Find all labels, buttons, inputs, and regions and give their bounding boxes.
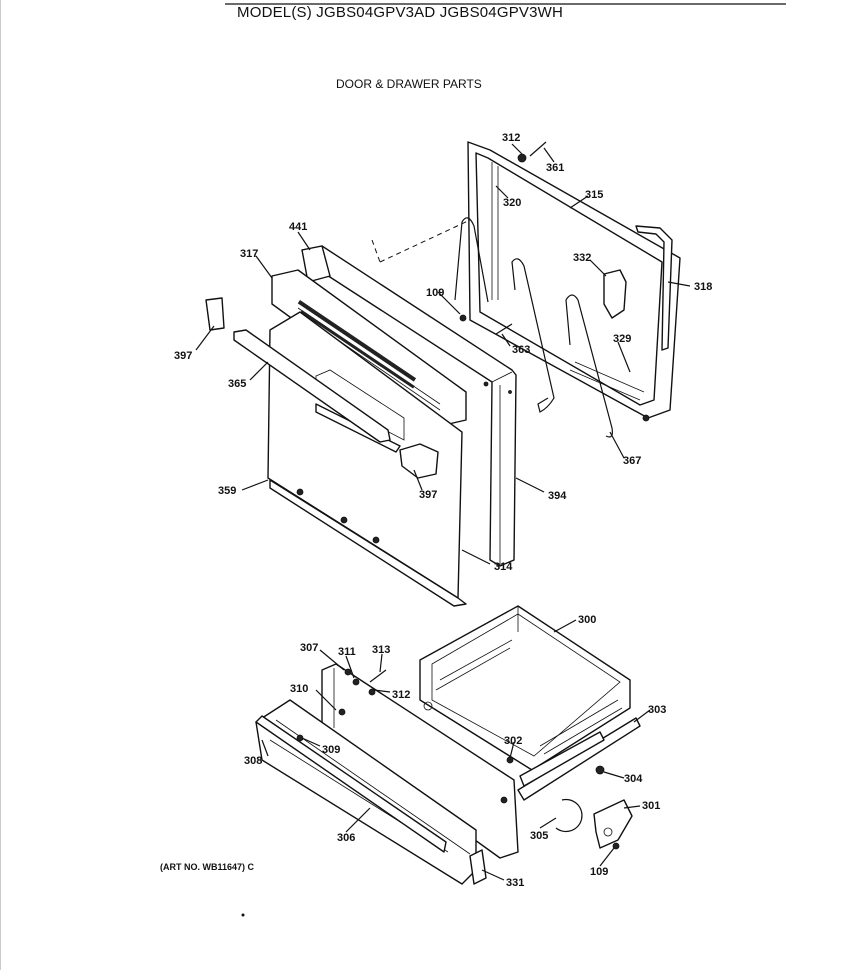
part-label: 397: [419, 489, 437, 501]
part-label: 304: [624, 773, 643, 785]
handle-endcap-left: [205, 297, 225, 331]
part-label: 363: [512, 344, 530, 356]
part-label: 320: [503, 197, 521, 209]
screw-329: [642, 414, 650, 422]
alignment-line-short: [371, 239, 381, 263]
handle-endcap-right: [399, 443, 439, 479]
part-label: 301: [642, 800, 660, 812]
part-label: 367: [623, 455, 641, 467]
part-label: 361: [546, 162, 564, 174]
door-hinge-332: [603, 269, 627, 319]
door-vent-panel-317: [271, 269, 467, 427]
door-frame-394: [301, 245, 517, 567]
part-label: 329: [613, 333, 631, 345]
door-inner-liner: [467, 141, 681, 419]
part-label: 397: [174, 350, 192, 362]
screw-312-drawer: [368, 688, 376, 696]
drawer-body-300: [419, 605, 631, 771]
part-label: 312: [502, 132, 520, 144]
part-label: 312: [392, 689, 410, 701]
screw-363: [495, 323, 513, 335]
part-label: 313: [372, 644, 390, 656]
screw-109-upper: [459, 314, 467, 322]
screw-312: [517, 153, 527, 163]
door-spring-left: [511, 258, 555, 413]
part-label: 318: [694, 281, 712, 293]
pin-361: [529, 141, 547, 157]
part-label: 309: [322, 744, 340, 756]
drawer-glide-331: [469, 849, 487, 885]
bracket-301: [593, 799, 633, 849]
drawer-rail-inner: [519, 731, 605, 787]
screw-109-lower: [612, 842, 620, 850]
art-number: (ART NO. WB11647) C: [160, 862, 255, 872]
part-label: 331: [506, 877, 524, 889]
part-label: 303: [648, 704, 666, 716]
part-label: 317: [240, 248, 258, 260]
part-label: 332: [573, 252, 591, 264]
model-title: MODEL(S) JGBS04GPV3AD JGBS04GPV3WH: [237, 4, 564, 21]
part-label: 307: [300, 642, 318, 654]
drawer-front-panel-306: [255, 699, 477, 885]
screw-311: [352, 678, 360, 686]
part-label: 109: [590, 866, 608, 878]
stray-dot: [241, 913, 245, 917]
part-label: 310: [290, 683, 308, 695]
part-label: 306: [337, 832, 355, 844]
pin-313: [369, 669, 387, 683]
part-label: 441: [289, 221, 307, 233]
part-label: 315: [585, 189, 603, 201]
part-label: 308: [244, 755, 262, 767]
screw-307: [344, 668, 352, 676]
part-label: 300: [578, 614, 596, 626]
part-label: 311: [338, 646, 356, 658]
door-wire-320: [454, 217, 489, 303]
door-handle-365: [233, 329, 391, 443]
part-label: 302: [504, 735, 522, 747]
door-spring-right: [565, 294, 613, 438]
door-gasket: [635, 225, 673, 351]
part-label: 365: [228, 378, 246, 390]
alignment-line-upper: [379, 219, 471, 263]
part-label: 109: [426, 287, 444, 299]
part-label: 359: [218, 485, 236, 497]
part-labels: 312 361 320 315 441 317 109 332 318 397 …: [174, 132, 712, 889]
section-title: DOOR & DRAWER PARTS: [336, 77, 482, 91]
part-label: 305: [530, 830, 548, 842]
roller-305: [555, 798, 583, 833]
part-label: 394: [548, 490, 567, 502]
leader-lines: [195, 143, 691, 881]
part-label: 314: [494, 561, 513, 573]
nut-304: [595, 765, 605, 775]
